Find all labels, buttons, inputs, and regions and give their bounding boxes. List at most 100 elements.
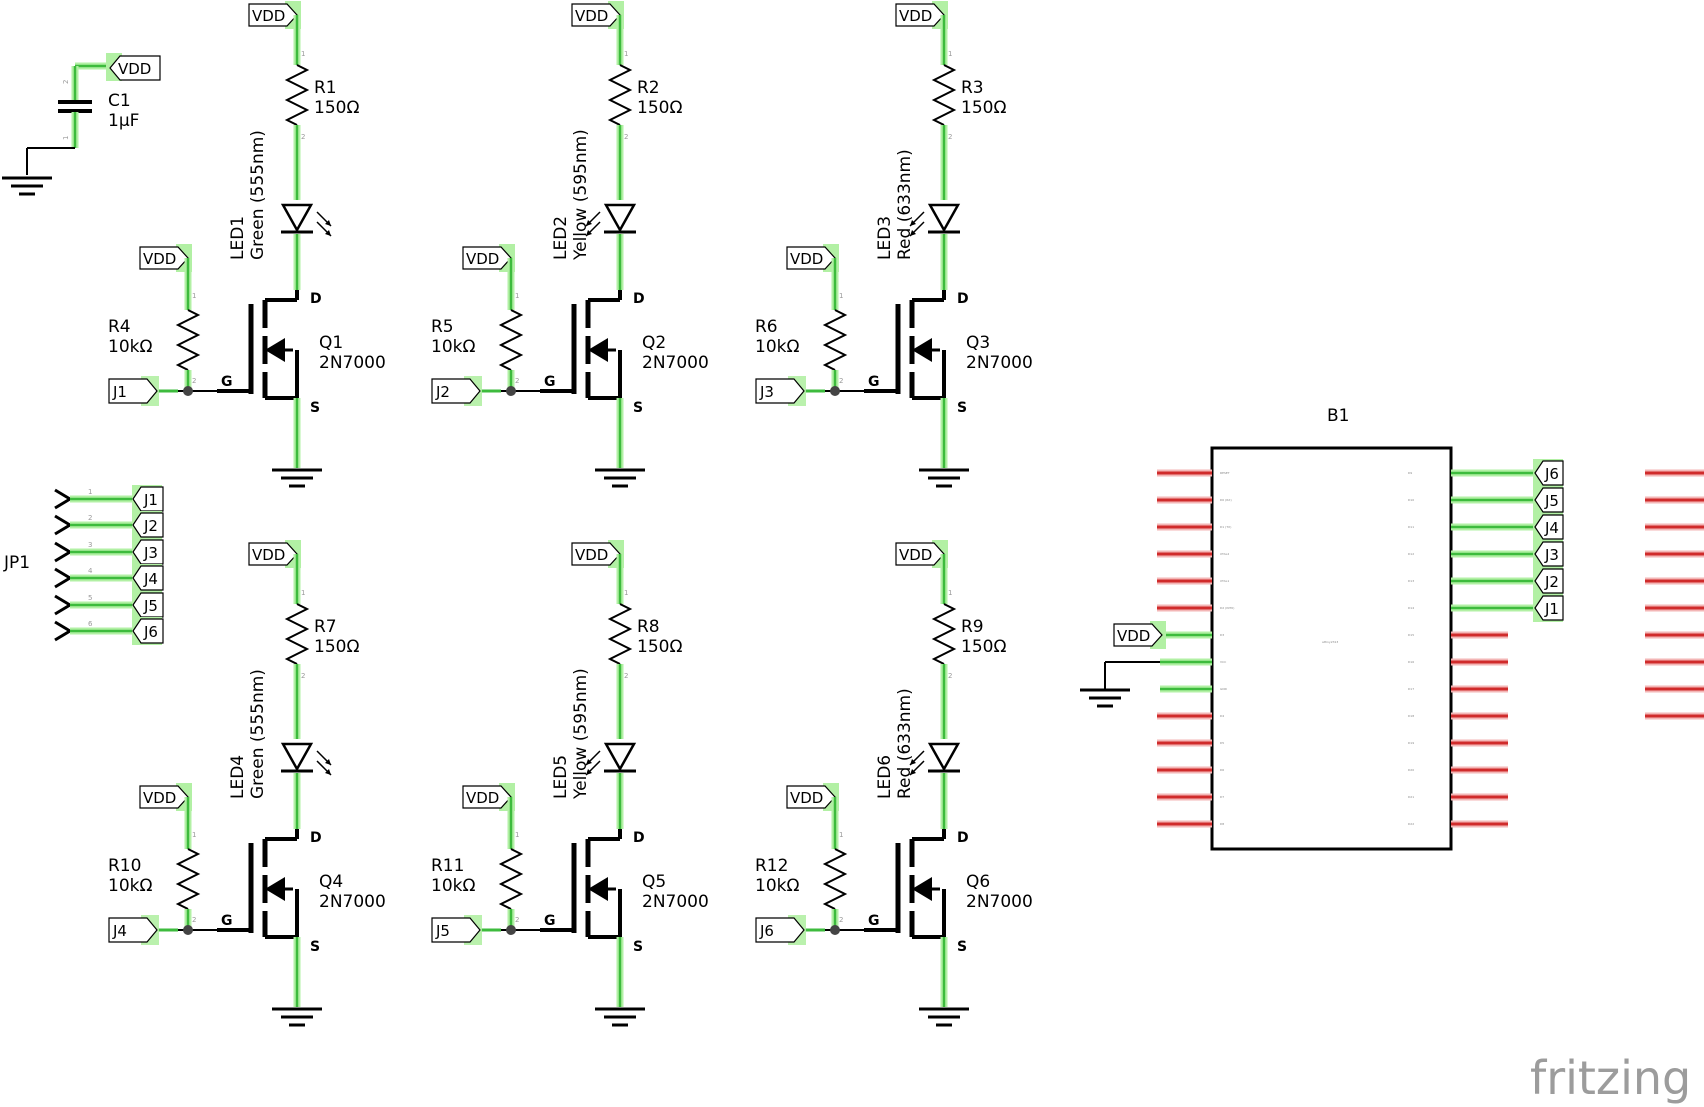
pin-number: 1 <box>192 831 196 839</box>
source-pin-label: S <box>957 939 967 955</box>
led-symbol <box>909 742 961 776</box>
pin-number: 1 <box>515 831 519 839</box>
resistor-zigzag <box>607 64 633 126</box>
arrow-head <box>325 759 331 765</box>
junction-dot <box>830 925 840 935</box>
flag-label: J6 <box>759 922 774 940</box>
flag-label: J1 <box>1544 600 1559 618</box>
flag-label: J4 <box>143 570 158 588</box>
mosfet-ref: Q5 <box>642 872 666 892</box>
flag-label: J1 <box>112 383 127 401</box>
mcu-part-name: attiny2313 <box>1322 640 1338 644</box>
mosfet-part: 2N7000 <box>966 353 1033 373</box>
flag-outline <box>248 3 298 27</box>
header-pin-chevron <box>54 541 71 554</box>
ground-symbol <box>919 468 969 488</box>
mosfet-part: 2N7000 <box>642 353 709 373</box>
resistor-symbol <box>931 603 957 665</box>
mosfet-ref: Q6 <box>966 872 990 892</box>
mcu-pin-name: XTAL1 <box>1220 579 1229 583</box>
net-label-flag: J2 <box>431 376 482 406</box>
drain-pin-label: D <box>633 830 645 846</box>
flag-outline <box>431 378 481 404</box>
resistor-zigzag <box>175 848 201 910</box>
pin-number: 1 <box>948 50 952 58</box>
led-symbol <box>909 203 961 237</box>
flag-label: VDD <box>899 7 932 25</box>
mcu-pin-name: D10 <box>1408 498 1414 502</box>
led-ref: LED2 <box>551 216 571 260</box>
junction-dot <box>830 386 840 396</box>
arrow-head <box>325 220 331 226</box>
pin-number: 3 <box>88 541 92 549</box>
pin-number: 2 <box>624 672 628 680</box>
ground-symbol <box>595 468 645 488</box>
ground-symbol <box>272 1007 322 1027</box>
gate-pin-label: G <box>868 374 880 390</box>
mcu-body <box>1210 446 1453 851</box>
drain-pin-label: D <box>633 291 645 307</box>
resistor-symbol <box>822 848 848 910</box>
resistor-symbol <box>284 64 310 126</box>
vdd-net-label: VDD <box>895 540 948 568</box>
junction-dot <box>183 386 193 396</box>
header-pin-chevron <box>54 514 71 527</box>
vdd-net-label: VDD <box>462 244 515 272</box>
gate-pin-label: G <box>868 913 880 929</box>
pin-number: 2 <box>624 133 628 141</box>
flag-outline <box>571 542 621 566</box>
arrow-head <box>910 759 916 765</box>
mcu-pin-name: D8 <box>1220 822 1224 826</box>
mcu-pin-name: D16 <box>1408 660 1414 664</box>
resistor-zigzag <box>284 603 310 665</box>
resistor-symbol <box>931 64 957 126</box>
mcu-pin-name: D19 <box>1408 741 1414 745</box>
net-label-flag: J2 <box>132 511 164 539</box>
ground-symbol <box>2 176 52 196</box>
pin-number: 2 <box>839 377 843 385</box>
ground-symbol <box>1080 688 1130 708</box>
header-pin-chevron <box>54 603 71 616</box>
pin-number: 1 <box>301 589 305 597</box>
resistor-zigzag <box>822 309 848 371</box>
arrow-head <box>586 230 592 236</box>
vdd-net-label: VDD <box>139 783 192 811</box>
flag-label: J2 <box>1544 573 1559 591</box>
mcu-pin-name: D17 <box>1408 687 1414 691</box>
flag-label: VDD <box>143 250 176 268</box>
resistor-ref: R9 <box>961 617 984 637</box>
flag-outline <box>462 246 512 270</box>
vdd-net-label: VDD <box>571 540 624 568</box>
net-label-flag: J3 <box>1533 540 1564 568</box>
mosfet-arrow <box>265 877 285 901</box>
pin-number: 2 <box>192 377 196 385</box>
mcu-pin-name: D15 <box>1408 633 1414 637</box>
pin-number: 1 <box>624 589 628 597</box>
mosfet-ref: Q2 <box>642 333 666 353</box>
gate-pin-label: G <box>221 374 233 390</box>
led-symbol <box>585 203 637 237</box>
source-pin-label: S <box>633 939 643 955</box>
mosfet-part: 2N7000 <box>642 892 709 912</box>
mcu-pin-name: D4 <box>1220 714 1224 718</box>
pin-number: 2 <box>88 514 92 522</box>
flag-label: VDD <box>575 7 608 25</box>
mcu-pin-name: D11 <box>1408 525 1414 529</box>
resistor-zigzag <box>931 64 957 126</box>
mcu-pin-name: D0 (RX) <box>1220 498 1232 502</box>
resistor-value: 150Ω <box>961 98 1006 118</box>
pin-number: 1 <box>839 831 843 839</box>
resistor-symbol <box>284 603 310 665</box>
led-color: Green (555nm) <box>248 130 268 260</box>
drain-pin-label: D <box>310 830 322 846</box>
resistor-symbol <box>822 309 848 371</box>
resistor-symbol <box>175 309 201 371</box>
vdd-net-label: VDD <box>139 244 192 272</box>
mcu-pin-name: D18 <box>1408 714 1414 718</box>
led-ref: LED6 <box>875 755 895 799</box>
